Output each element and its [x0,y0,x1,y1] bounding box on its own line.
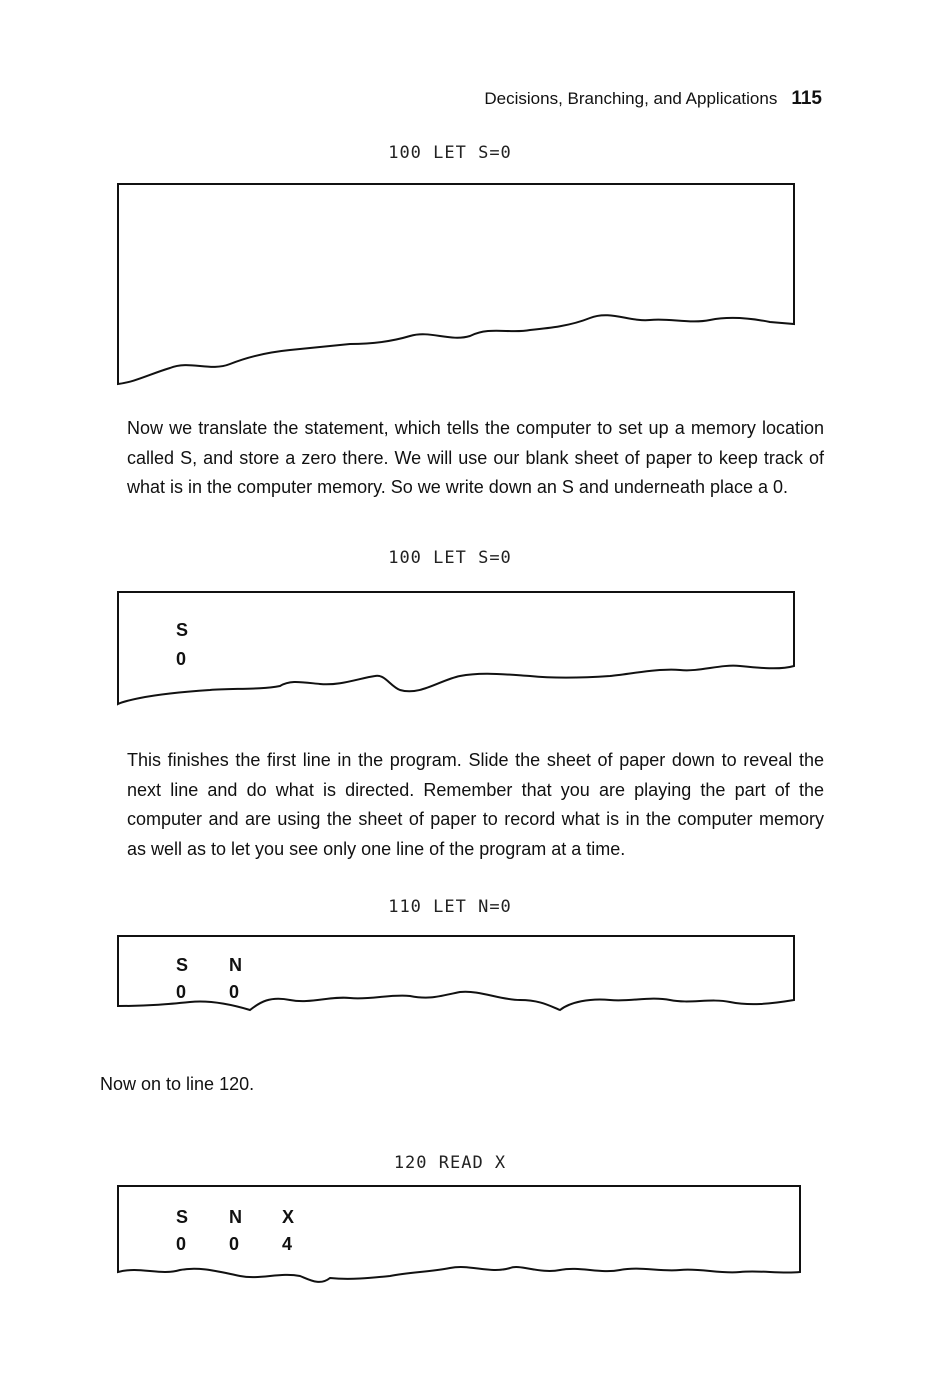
memory-var-n: N [229,1207,242,1227]
paper-sheet-4 [117,1185,801,1283]
paragraph-text: Now we translate the statement, which te… [127,418,824,497]
running-title: Decisions, Branching, and Applications [484,89,778,108]
running-header: Decisions, Branching, and Applications 11… [484,88,822,110]
code-line-2: 100 LET S=0 [388,548,512,568]
paragraph-1: Now we translate the statement, which te… [100,414,824,503]
memory-var-s: S [176,620,189,640]
paragraph-text: This finishes the first line in the prog… [127,750,824,859]
paper-sheet-2 [117,591,795,706]
memory-value-x: 4 [282,1234,293,1254]
memory-value-s: 0 [176,1234,187,1254]
memory-var-s: S [176,955,189,975]
page-number: 115 [791,88,822,109]
memory-value-n: 0 [229,1234,240,1254]
paragraph-3: Now on to line 120. [100,1074,255,1094]
code-line-3: 110 LET N=0 [388,897,512,917]
memory-value-n: 0 [229,982,240,1002]
code-line-1: 100 LET S=0 [388,143,512,163]
paragraph-2: This finishes the first line in the prog… [100,746,824,864]
memory-var-x: X [282,1207,295,1227]
paper-sheet-1 [117,183,795,386]
paper-sheet-3 [117,935,795,1012]
memory-value-s: 0 [176,982,187,1002]
memory-value-s: 0 [176,649,187,669]
memory-var-s: S [176,1207,189,1227]
code-line-4: 120 READ X [393,1153,507,1173]
memory-var-n: N [229,955,242,975]
